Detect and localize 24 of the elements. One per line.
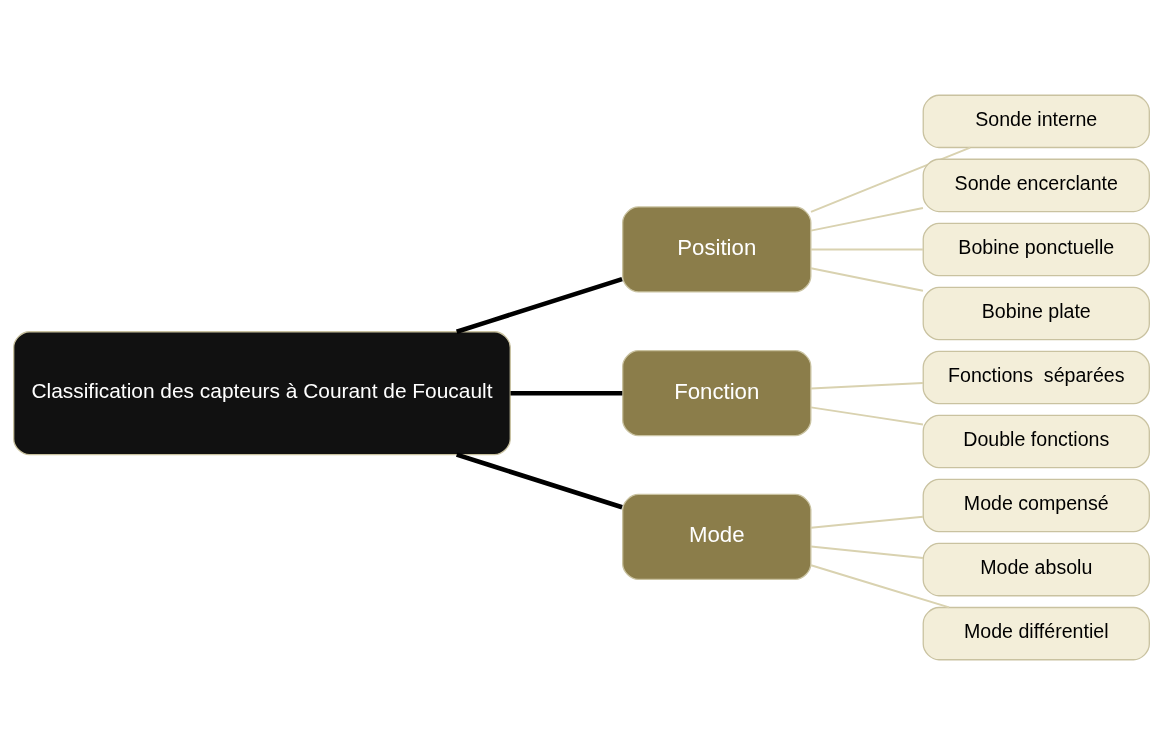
connector xyxy=(810,545,924,559)
connector xyxy=(810,206,924,232)
connector xyxy=(810,146,972,213)
node-box: Fonction xyxy=(622,349,812,436)
node-box: Mode absolu xyxy=(922,542,1150,596)
node-box: Double fonctions xyxy=(922,414,1150,468)
connector xyxy=(810,381,924,390)
node-box: Fonctions séparées xyxy=(922,350,1150,404)
node-box: Mode xyxy=(622,493,812,580)
connector xyxy=(456,452,623,509)
connector xyxy=(810,266,924,292)
connector xyxy=(510,390,623,395)
node-box: Position xyxy=(622,205,812,293)
node-box: Classification des capteurs à Courant de Foucault xyxy=(13,330,511,455)
connector xyxy=(810,247,924,250)
connector xyxy=(810,405,924,425)
node-box: Bobine ponctuelle xyxy=(922,222,1150,276)
connector xyxy=(456,276,623,334)
node-box: Sonde interne xyxy=(922,94,1150,148)
node-box: Mode différentiel xyxy=(922,606,1150,660)
node-box: Bobine plate xyxy=(922,286,1150,340)
node-box: Sonde encerclante xyxy=(922,158,1150,212)
node-box: Mode compensé xyxy=(922,478,1150,532)
connector xyxy=(810,515,924,529)
